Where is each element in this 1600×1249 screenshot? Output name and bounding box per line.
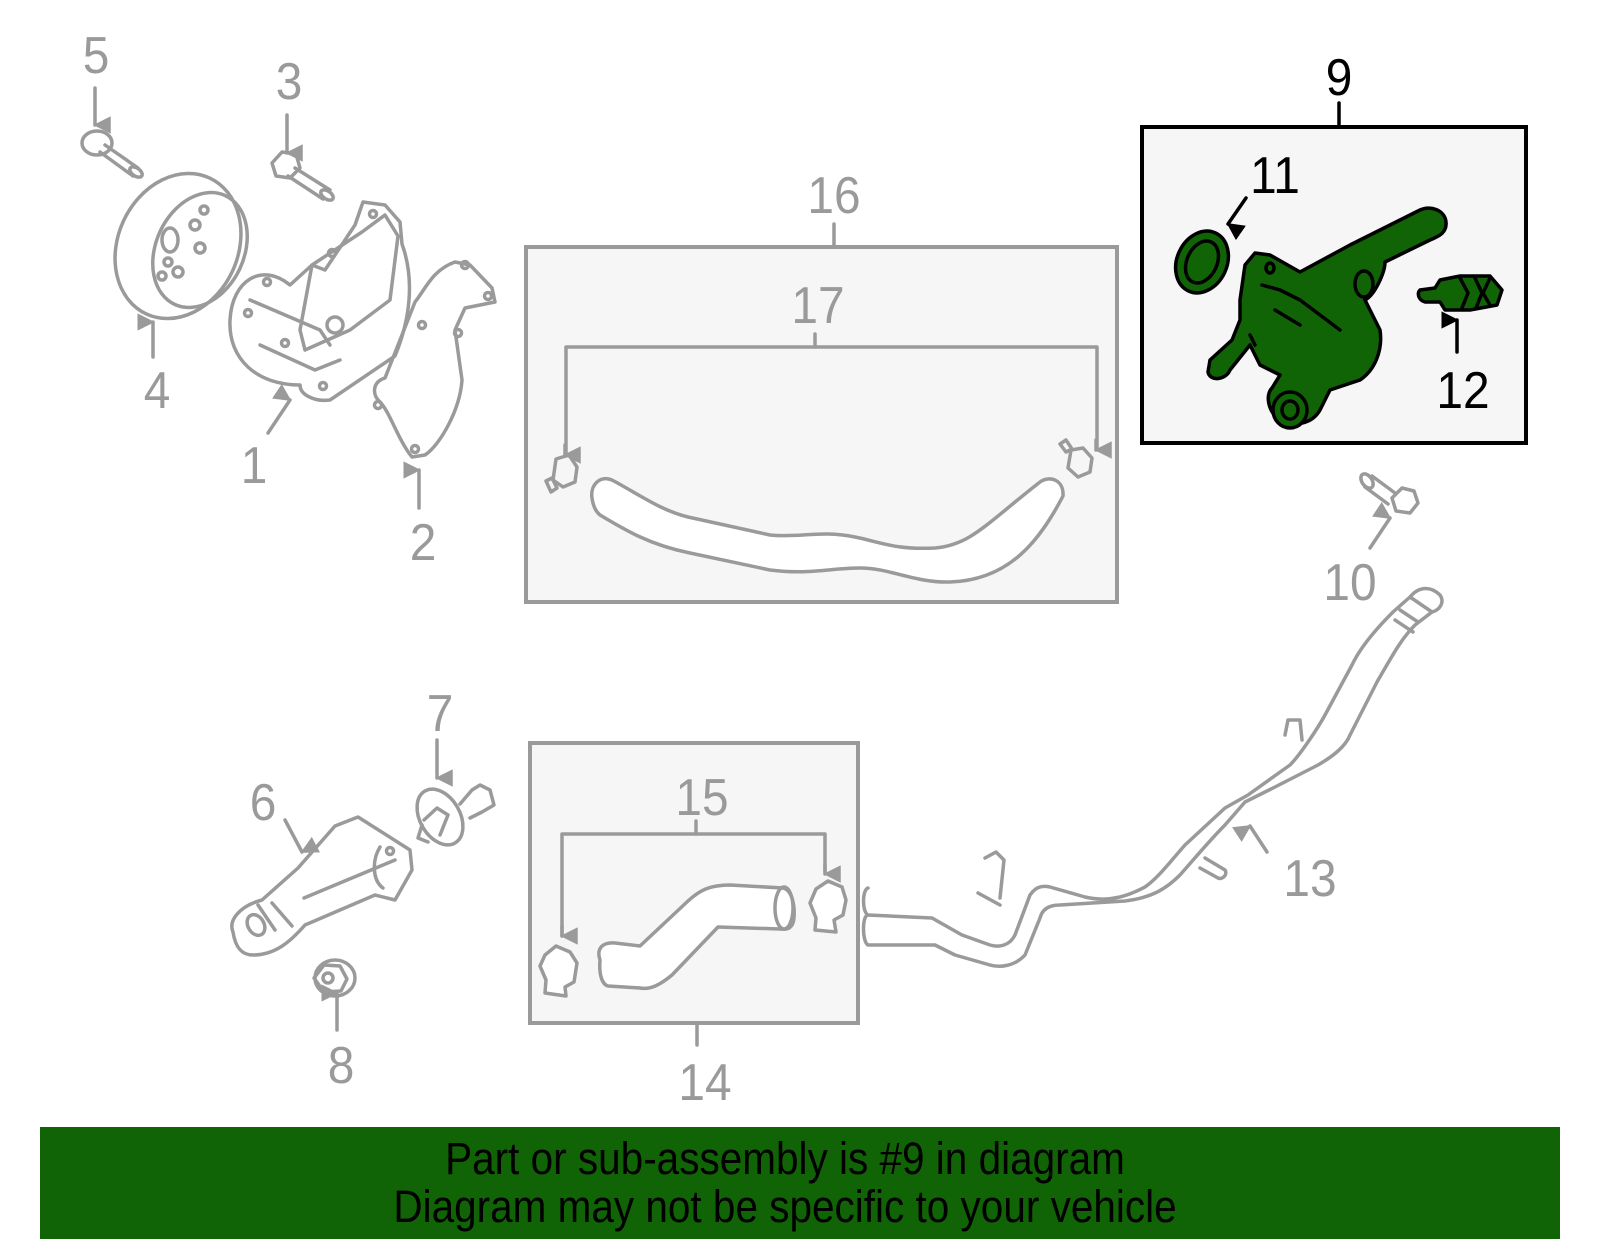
callout-label-11[interactable]: 11 [1250, 147, 1300, 205]
info-banner: Part or sub-assembly is #9 in diagram Di… [40, 1127, 1560, 1239]
banner-part-notice: Part or sub-assembly is #9 in diagram [445, 1133, 1125, 1184]
callout-label-7[interactable]: 7 [426, 685, 454, 743]
banner-vehicle-disclaimer: Diagram may not be specific to your vehi… [393, 1181, 1177, 1232]
callout-label-12[interactable]: 12 [1436, 362, 1490, 420]
callout-label-5[interactable]: 5 [82, 27, 110, 85]
callout-label-15[interactable]: 15 [675, 769, 729, 827]
callout-label-9[interactable]: 9 [1325, 49, 1353, 107]
callout-label-8[interactable]: 8 [327, 1037, 355, 1095]
callout-label-2[interactable]: 2 [409, 514, 437, 572]
callout-label-3[interactable]: 3 [275, 53, 303, 111]
callout-label-10[interactable]: 10 [1323, 554, 1377, 612]
callout-label-4[interactable]: 4 [143, 362, 171, 420]
callout-label-14[interactable]: 14 [678, 1054, 732, 1112]
callout-label-17[interactable]: 17 [791, 277, 845, 335]
callout-label-13[interactable]: 13 [1283, 850, 1337, 908]
group-box-14 [528, 741, 860, 1025]
callout-label-1[interactable]: 1 [240, 437, 268, 495]
callout-label-6[interactable]: 6 [249, 774, 277, 832]
callout-label-16[interactable]: 16 [807, 167, 861, 225]
